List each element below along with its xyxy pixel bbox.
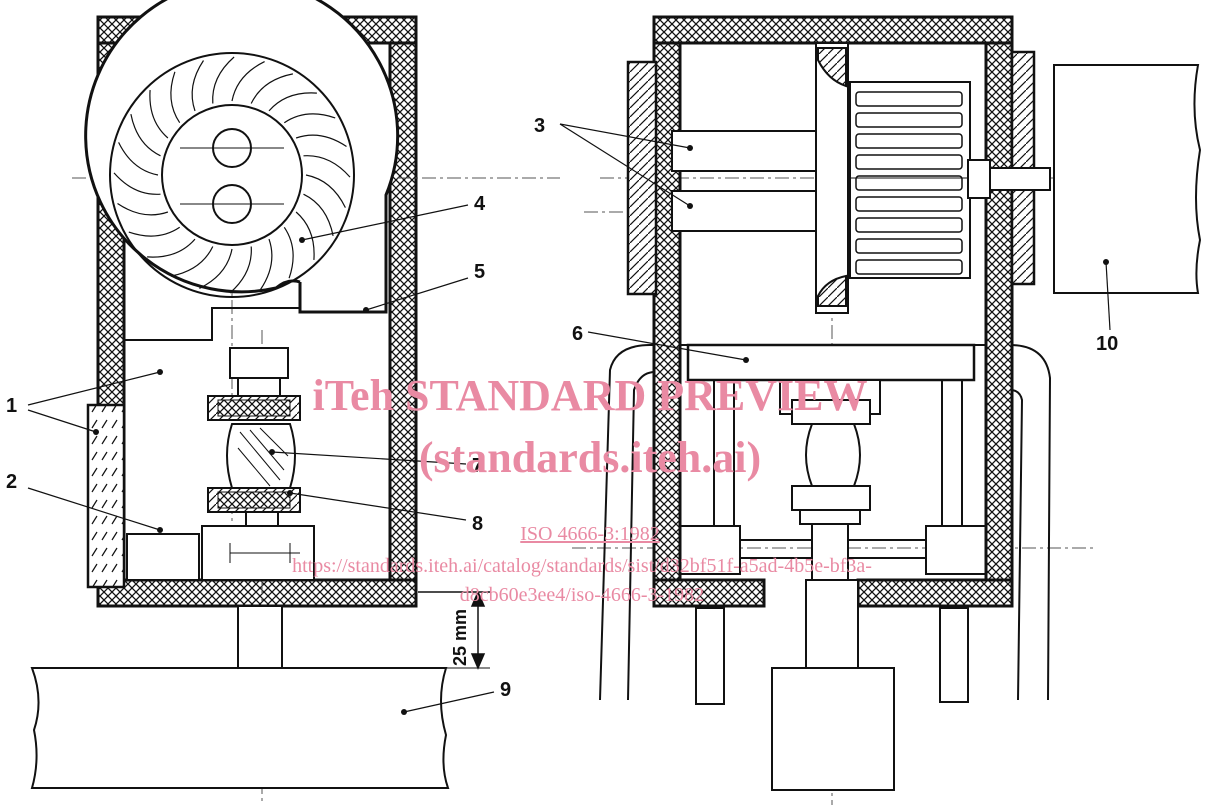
temperature-sensor-block <box>126 533 200 581</box>
fan-blade <box>128 226 181 237</box>
dimension-25mm <box>418 590 490 670</box>
fan-blade <box>212 56 235 104</box>
fan-blade <box>191 60 204 112</box>
dimension-label: 25 mm <box>450 609 470 666</box>
callout-9: 9 <box>500 679 511 701</box>
fan-blade <box>170 71 181 124</box>
callout-7: 7 <box>472 455 483 477</box>
fan-vane <box>855 133 963 149</box>
watermark-title: iTeh STANDARD PREVIEW <box>313 371 868 420</box>
fan-blades <box>113 56 351 294</box>
fan-blade <box>303 155 351 178</box>
callout-3: 3 <box>534 115 545 137</box>
callout-5: 5 <box>474 261 485 283</box>
support-column-left <box>237 605 283 669</box>
callout-10: 10 <box>1096 333 1118 355</box>
fan-vane <box>855 196 963 212</box>
callout-6: 6 <box>572 323 583 345</box>
fan-blade <box>117 203 169 216</box>
plate-columns <box>713 379 963 527</box>
fan-blade <box>305 174 346 208</box>
fan-housing <box>84 0 400 314</box>
watermark: iTeh STANDARD PREVIEW (standards.iteh.ai… <box>292 371 872 606</box>
drive-motor <box>1053 64 1202 294</box>
fan-blade <box>130 113 161 157</box>
fan-blade <box>229 246 252 294</box>
fan-blade <box>283 113 336 124</box>
watermark-subtitle: (standards.iteh.ai) <box>419 433 761 482</box>
right-view <box>572 15 1202 805</box>
fan-vane <box>855 175 963 191</box>
fan-blade <box>268 92 317 112</box>
air-baffle <box>124 307 300 341</box>
fan-blade <box>250 73 294 104</box>
leader-lines <box>27 123 1111 713</box>
watermark-url-line1[interactable]: https://standards.iteh.ai/catalog/standa… <box>292 555 872 577</box>
machine-base <box>30 667 450 789</box>
fan-blade <box>283 226 294 279</box>
window-glass <box>86 403 126 589</box>
door-plate <box>626 60 658 296</box>
fan-blade <box>295 134 347 147</box>
fan-vane <box>855 238 963 254</box>
fan-blade <box>149 90 169 139</box>
callout-2: 2 <box>6 471 17 493</box>
callout-1: 1 <box>6 395 17 417</box>
actuator <box>771 579 895 791</box>
fan-blade <box>170 246 214 277</box>
specimen-assembly-right <box>779 379 881 585</box>
fan-vane <box>855 259 963 275</box>
callout-4: 4 <box>474 193 486 215</box>
leader-dots <box>93 145 1109 715</box>
fan-blade <box>260 238 273 290</box>
fan-blade <box>118 142 159 176</box>
fan-vanes <box>855 91 963 275</box>
fan-vane <box>855 154 963 170</box>
fan-wheel-side <box>815 42 1051 314</box>
fan-vane <box>855 91 963 107</box>
fan-blade <box>295 211 315 260</box>
watermark-standard-link[interactable]: ISO 4666-3:1982 <box>520 523 659 545</box>
fan-blade <box>113 172 161 195</box>
left-view: 25 mm <box>30 0 560 805</box>
specimen-assembly-left <box>201 347 315 581</box>
watermark-url-line2[interactable]: d8cb60e3ee4/iso-4666-3-1982 <box>460 584 704 606</box>
fan-blade <box>199 248 233 289</box>
fan-vane <box>855 217 963 233</box>
fan-blade <box>303 193 334 237</box>
fan-vane <box>855 112 963 128</box>
fan-blade <box>231 61 265 102</box>
fan-blade <box>147 238 196 258</box>
callout-8: 8 <box>472 513 483 535</box>
